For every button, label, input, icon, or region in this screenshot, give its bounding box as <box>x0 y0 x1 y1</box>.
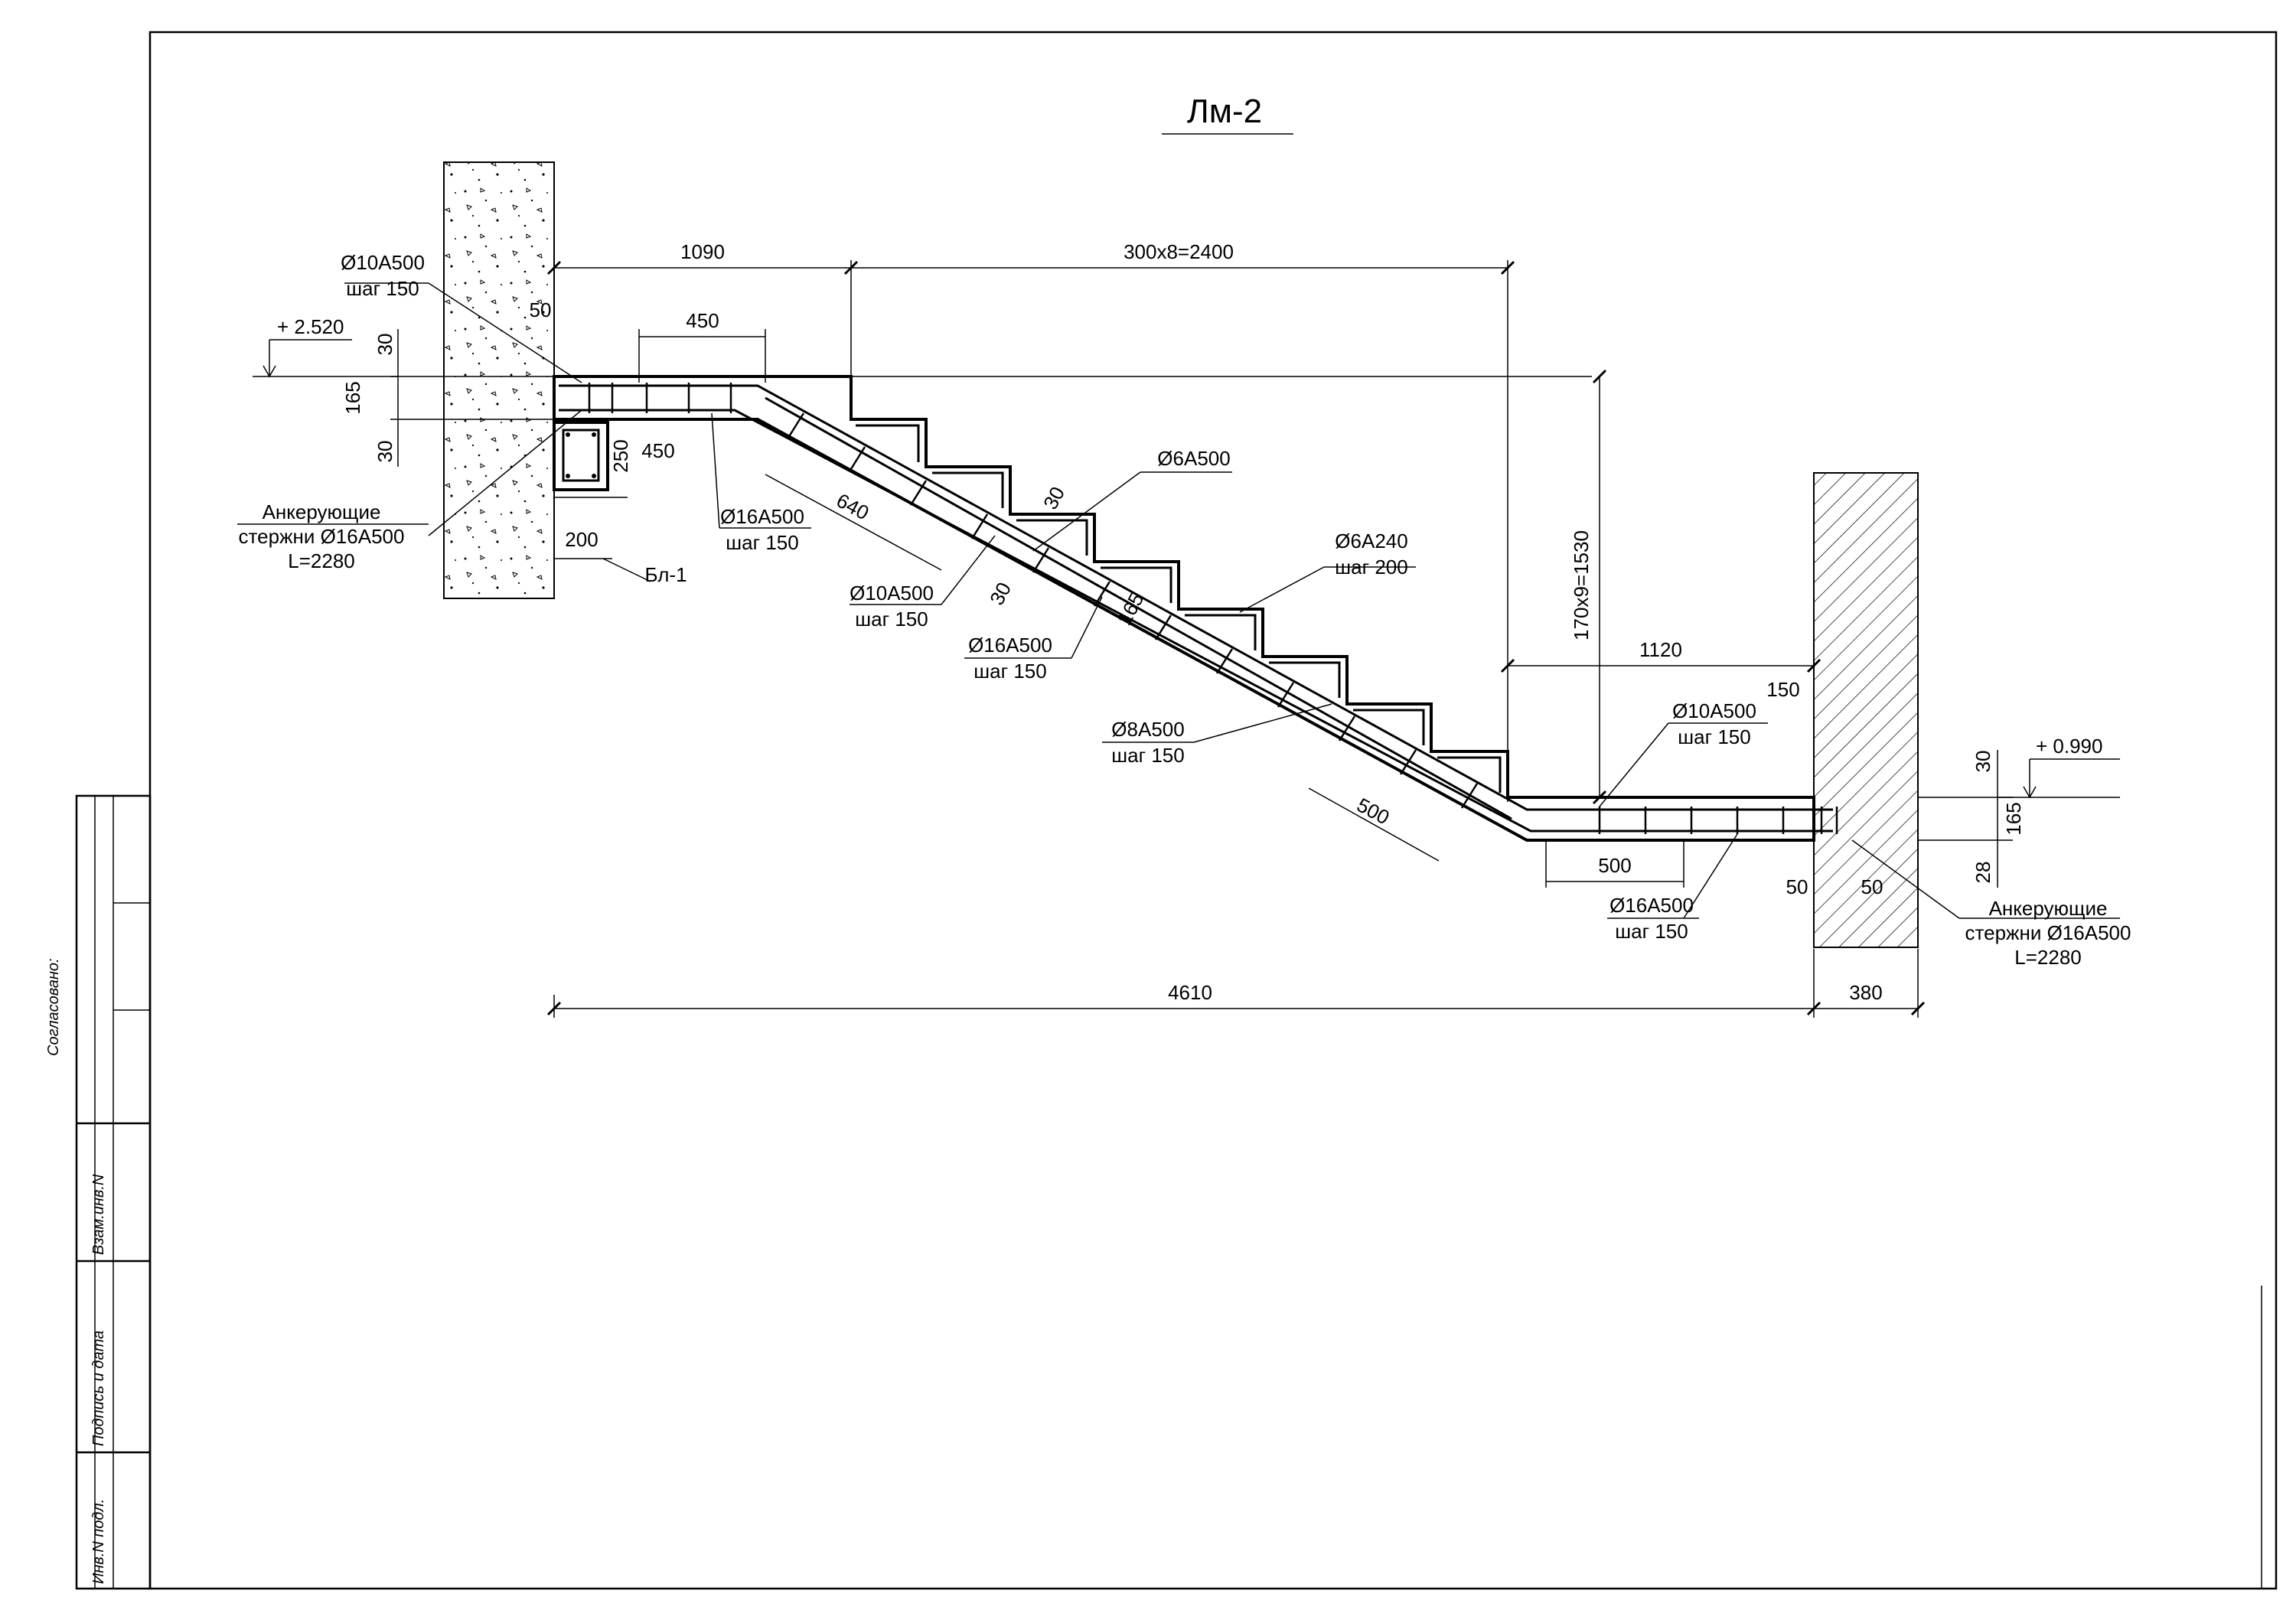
callout-3-line2: шаг 150 <box>726 531 798 554</box>
step-rebars <box>856 424 1502 793</box>
dim-bot-50-a: 50 <box>1786 875 1808 898</box>
dim-flight-640: 640 <box>833 489 872 525</box>
callout-6: Ø6А500 <box>1157 447 1230 470</box>
callout-7-line2: шаг 200 <box>1335 556 1407 578</box>
level-marker-bottom <box>1998 758 2120 799</box>
callout-4-line2: шаг 150 <box>855 608 928 631</box>
dim-bot-500: 500 <box>1598 854 1631 877</box>
rebar-top-upper <box>559 384 1833 811</box>
callout-2-line1: Анкерующие <box>263 500 381 523</box>
callout-9-line2: шаг 150 <box>1678 725 1750 748</box>
stamp-sign-date: Подпись и дата <box>90 1331 107 1446</box>
dim-flight-30-b: 30 <box>985 578 1016 609</box>
dim-flight-30-a: 30 <box>1039 483 1069 513</box>
stair-outline <box>553 375 1815 842</box>
dim-bot-30: 30 <box>1971 751 1994 773</box>
callout-5-line2: шаг 150 <box>974 660 1046 683</box>
beam-bar <box>566 474 570 478</box>
dimension-lines <box>553 260 1919 1018</box>
dim-500-line <box>1308 787 1440 862</box>
side-stamp <box>75 794 152 1590</box>
dim-bot-50-b: 50 <box>1861 875 1883 898</box>
dim-top-450-b: 450 <box>641 439 674 462</box>
dim-beam-width: 200 <box>565 528 598 551</box>
dim-top-450-a: 450 <box>686 309 719 332</box>
dim-top-30-a: 30 <box>373 334 396 356</box>
dim-wall-right: 380 <box>1849 981 1882 1004</box>
callout-5-line1: Ø16А500 <box>968 634 1052 657</box>
rebar-top-lower <box>559 409 1833 833</box>
dim-flight-165: 165 <box>1113 589 1149 629</box>
dim-bot-150: 150 <box>1766 678 1799 701</box>
stamp-agreed: Согласовано: <box>45 958 62 1056</box>
beam-bar <box>566 432 570 437</box>
stirrups-bottom-landing <box>1598 807 1838 834</box>
dim-beam-height: 250 <box>609 439 632 472</box>
dim-flight-500: 500 <box>1353 794 1393 829</box>
callout-2-line2: стержни Ø16А500 <box>239 525 405 548</box>
callout-2-line3: L=2280 <box>288 549 354 572</box>
right-small-dims <box>1918 750 2013 888</box>
rebar-flight-inner <box>765 396 1512 820</box>
callout-1-line2: шаг 150 <box>346 277 419 300</box>
dim-bottom-landing: 1120 <box>1639 638 1682 661</box>
callout-8-line1: Ø8А500 <box>1111 718 1184 741</box>
stamp-inv-replace: Взам.инв.N <box>90 1174 107 1255</box>
dim-flight-run: 300x8=2400 <box>1124 240 1234 263</box>
level-top-text: + 2.520 <box>277 315 344 338</box>
stirrups-top-landing <box>588 383 732 413</box>
drawing-title: Лм-2 <box>1187 93 1262 130</box>
callout-11-line3: L=2280 <box>2014 946 2081 969</box>
left-small-dims <box>390 329 554 467</box>
beam-bar <box>592 432 596 437</box>
dim-bot-165: 165 <box>2002 802 2025 835</box>
callout-9-line1: Ø10А500 <box>1672 699 1756 722</box>
left-wall <box>443 161 555 599</box>
callout-1-line1: Ø10А500 <box>341 251 425 274</box>
beam-bl1 <box>553 421 609 491</box>
dim-top-50: 50 <box>530 298 552 321</box>
stamp-inv-orig: Инв.N подл. <box>90 1499 107 1584</box>
dim-top-165: 165 <box>341 381 364 414</box>
leader-lines <box>237 282 2120 919</box>
callout-3-line1: Ø16А500 <box>720 505 804 528</box>
dimension-ticks <box>546 260 1926 1016</box>
dim-rise: 170x9=1530 <box>1570 530 1593 640</box>
callout-8-line2: шаг 150 <box>1111 744 1184 767</box>
dim-bot-28: 28 <box>1971 862 1994 884</box>
beam-bl1-stirrup <box>562 429 600 482</box>
callout-7-line1: Ø6А240 <box>1335 530 1407 552</box>
level-marker-top <box>253 339 398 378</box>
dim-overall: 4610 <box>1168 981 1212 1004</box>
dim-top-30-b: 30 <box>373 441 396 463</box>
level-bottom-text: + 0.990 <box>2036 735 2102 758</box>
beam-bar <box>592 474 596 478</box>
callout-11-line2: стержни Ø16А500 <box>1965 921 2131 944</box>
beam-label: Бл-1 <box>644 563 687 586</box>
stirrups-flight <box>787 412 1479 809</box>
dim-640-line <box>765 474 942 571</box>
dim-top-landing: 1090 <box>680 240 725 263</box>
callout-10-line1: Ø16А500 <box>1609 894 1694 917</box>
callout-11-line1: Анкерующие <box>1989 897 2108 920</box>
callout-10-line2: шаг 150 <box>1615 920 1688 943</box>
callout-4-line1: Ø10А500 <box>850 582 934 605</box>
